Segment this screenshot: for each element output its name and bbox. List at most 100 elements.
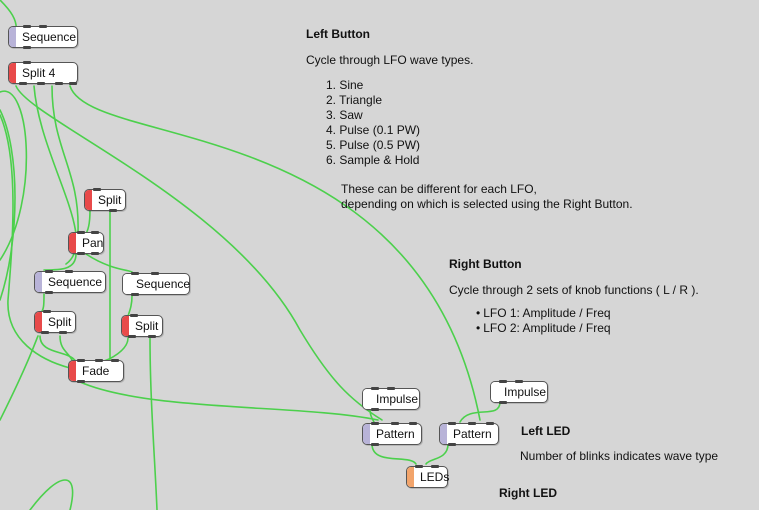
input-jack[interactable] [151,272,159,275]
leds-node[interactable]: LEDs [406,465,449,488]
pattern-node[interactable]: Pattern [439,422,499,446]
input-jack[interactable] [486,422,494,425]
node-label: Pan [82,236,104,250]
input-jack[interactable] [91,231,99,234]
node-stripe [440,424,447,444]
node-stripe [491,382,498,402]
input-jack[interactable] [39,25,47,28]
split-4-node[interactable]: Split 4 [8,61,78,85]
cable [0,114,71,369]
input-jack[interactable] [65,270,73,273]
output-jack[interactable] [55,82,63,85]
output-jack[interactable] [45,291,53,294]
node-stripe [123,274,130,294]
list-item: 2. Triangle [326,93,383,107]
wave-type-list: 1. Sine 2. Triangle 3. Saw 4. Pulse (0.1… [326,78,420,168]
input-jack[interactable] [111,359,119,362]
input-jack[interactable] [77,231,85,234]
list-item: 6. Sample & Hold [326,153,420,167]
node-label: Pattern [376,427,415,441]
output-jack[interactable] [371,443,379,446]
output-jack[interactable] [77,380,85,383]
cable [85,253,133,273]
input-jack[interactable] [43,310,51,313]
cable [29,479,74,510]
input-jack[interactable] [409,422,417,425]
node-label: Sequence [136,277,191,291]
input-jack[interactable] [130,314,138,317]
input-jack[interactable] [23,25,31,28]
cable [459,401,501,423]
input-jack[interactable] [387,387,395,390]
pan-node[interactable]: Pan [68,231,104,255]
cable [0,109,16,301]
impulse-node[interactable]: Impulse [490,380,548,404]
right-button-desc: Cycle through 2 sets of knob functions (… [449,283,699,297]
left-button-title: Left Button [306,27,370,41]
split-node[interactable]: Split [34,310,76,334]
output-jack[interactable] [77,252,85,255]
input-jack[interactable] [371,387,379,390]
sequence-node[interactable]: Sequence [8,25,78,49]
input-jack[interactable] [499,380,507,383]
input-jack[interactable] [45,270,53,273]
knob-function-list: LFO 1: Amplitude / Freq LFO 2: Amplitude… [476,306,610,336]
split-node[interactable]: Split [84,188,126,212]
cable [69,85,481,421]
cable [371,443,417,465]
input-jack[interactable] [371,422,379,425]
cable [425,443,449,465]
output-jack[interactable] [499,401,507,404]
input-jack[interactable] [23,61,31,64]
node-label: Impulse [504,385,547,399]
output-jack[interactable] [69,82,77,85]
node-stripe [35,272,42,292]
input-jack[interactable] [391,422,399,425]
split-node[interactable]: Split [121,314,163,338]
cable [15,85,383,421]
input-jack[interactable] [431,465,439,468]
left-button-desc: Cycle through LFO wave types. [306,53,474,67]
node-stripe [122,316,129,336]
input-jack[interactable] [415,465,423,468]
output-jack[interactable] [41,331,49,334]
right-button-title: Right Button [449,257,522,271]
output-jack[interactable] [148,335,156,338]
output-jack[interactable] [128,335,136,338]
node-stripe [9,63,16,83]
output-jack[interactable] [131,293,139,296]
input-jack[interactable] [131,272,139,275]
output-jack[interactable] [371,408,379,411]
cable [43,253,77,271]
output-jack[interactable] [37,82,45,85]
node-stripe [35,312,42,332]
list-item: 4. Pulse (0.1 PW) [326,123,421,137]
fade-node[interactable]: Fade [68,359,124,383]
cable [127,295,133,317]
input-jack[interactable] [93,188,101,191]
list-item: LFO 2: Amplitude / Freq [476,321,610,336]
cable [51,85,79,233]
input-jack[interactable] [77,359,85,362]
pattern-node[interactable]: Pattern [362,422,422,446]
sequence-node[interactable]: Sequence [122,272,191,296]
sequence-node[interactable]: Sequence [34,270,106,294]
node-label: Sequence [48,275,103,289]
output-jack[interactable] [59,331,67,334]
output-jack[interactable] [23,46,31,49]
input-jack[interactable] [95,359,103,362]
output-jack[interactable] [109,209,117,212]
node-stripe [9,27,16,47]
output-jack[interactable] [91,252,99,255]
input-jack[interactable] [468,422,476,425]
input-jack[interactable] [448,422,456,425]
cable [0,335,39,421]
impulse-node[interactable]: Impulse [362,387,420,411]
node-label: Sequence [22,30,77,44]
node-label: Impulse [376,392,419,406]
output-jack[interactable] [448,443,456,446]
output-jack[interactable] [19,82,27,85]
cable [59,335,73,361]
input-jack[interactable] [515,380,523,383]
